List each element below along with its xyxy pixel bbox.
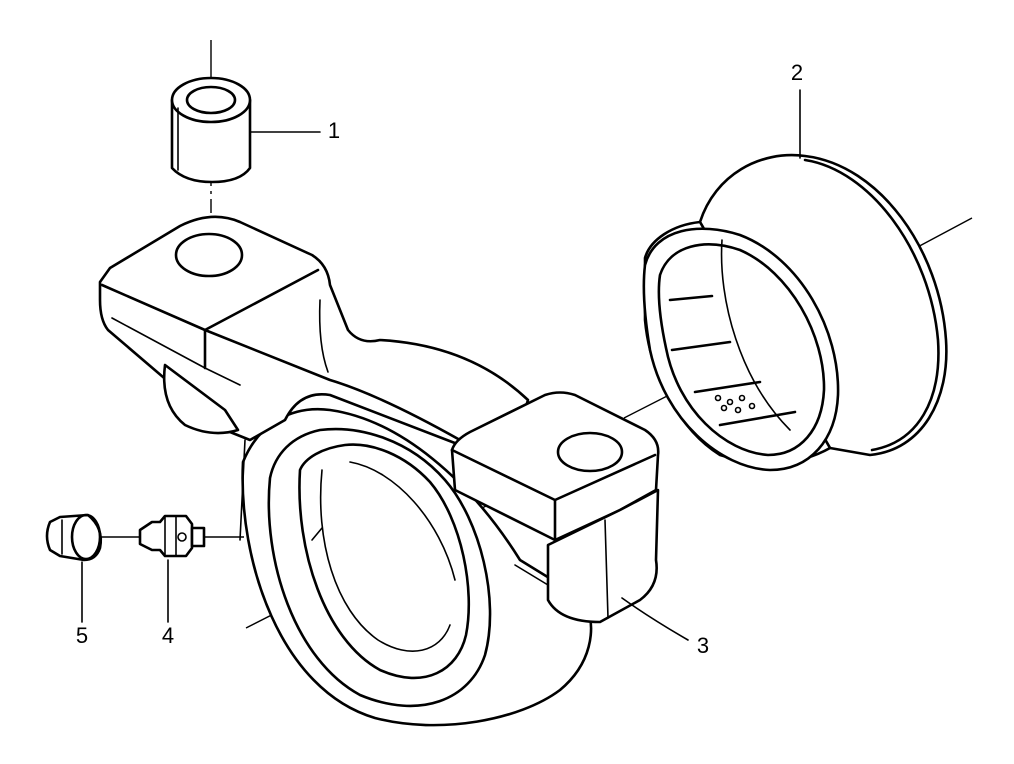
- callout-3: 3: [697, 633, 709, 658]
- bushing-part: [170, 76, 252, 184]
- callout-labels: 1 2 3 4 5: [76, 60, 803, 658]
- callout-4: 4: [162, 623, 174, 648]
- callout-5: 5: [76, 623, 88, 648]
- leader-lines: [81, 89, 801, 641]
- callout-1: 1: [328, 118, 340, 143]
- rocker-arm-body: [98, 215, 660, 727]
- callout-2: 2: [791, 60, 803, 85]
- bearing-sleeve-part: [642, 153, 948, 472]
- cap-part: [45, 513, 103, 562]
- grease-nipple-part: [138, 514, 206, 558]
